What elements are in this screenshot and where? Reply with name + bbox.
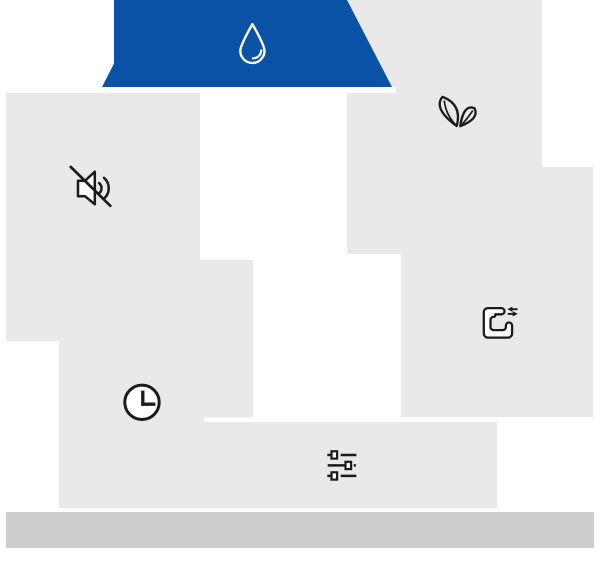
tile-settings[interactable] xyxy=(204,422,497,508)
tile-hose[interactable] xyxy=(401,167,593,417)
speaker-muted-icon xyxy=(69,165,112,208)
tile-water[interactable] xyxy=(95,0,405,95)
water-drop-icon xyxy=(239,22,266,65)
sliders-icon xyxy=(327,450,357,481)
leaf-icon xyxy=(438,95,477,128)
water-tile-underside xyxy=(102,87,396,93)
hose-swap-icon xyxy=(482,306,518,339)
clock-icon xyxy=(123,383,161,421)
bottom-bar xyxy=(6,512,594,548)
water-tile-face xyxy=(102,0,392,87)
